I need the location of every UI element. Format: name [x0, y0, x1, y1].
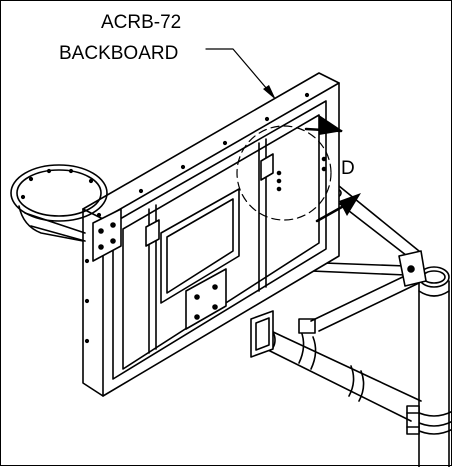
backboard	[82, 72, 340, 397]
leader-line	[205, 48, 276, 100]
support-post	[406, 266, 452, 467]
extension-arm	[250, 310, 422, 422]
label-part: BACKBOARD	[59, 43, 178, 64]
label-model: ACRB-72	[101, 12, 181, 33]
basketball-rim	[10, 164, 108, 242]
detail-callout	[236, 115, 361, 223]
callout-letter: D	[341, 158, 355, 179]
